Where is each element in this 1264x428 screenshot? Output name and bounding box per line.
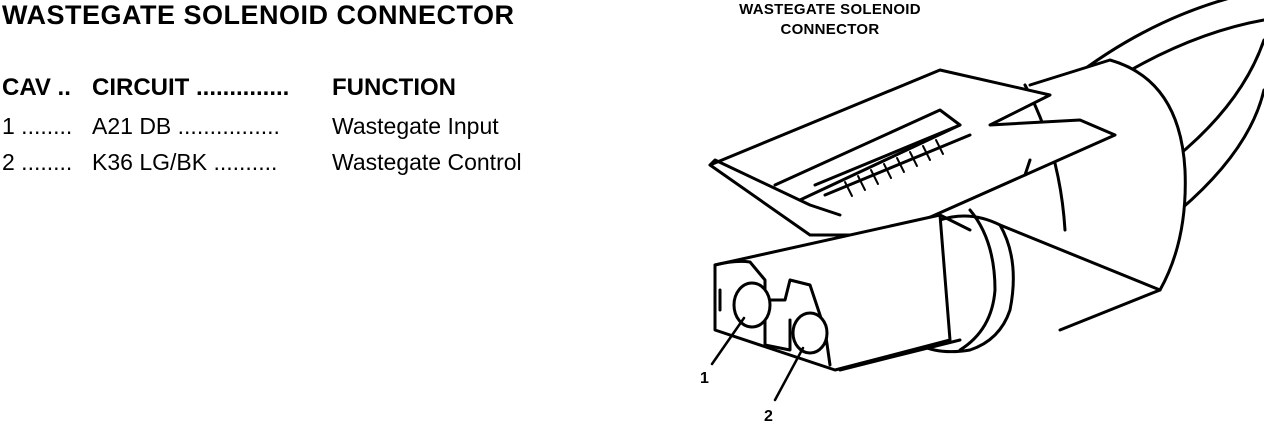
callout-label-2: 2 <box>764 408 773 425</box>
latch-ridges <box>844 139 944 197</box>
locking-latch <box>708 68 1117 237</box>
pinout-row-2: 2 ........ K36 LG/BK .......... Wastegate … <box>2 144 522 180</box>
cavity-2 <box>791 311 829 355</box>
pinout-table: CAV .. CIRCUIT .............. FUNCTION 1 .… <box>2 70 522 180</box>
callout-1-leader <box>710 316 746 366</box>
diagram-title: WASTEGATE SOLENOID CONNECTOR <box>660 0 1000 40</box>
callout-label-1: 1 <box>700 370 709 387</box>
header-cav: CAV .. <box>2 74 71 101</box>
connector-diagram: WASTEGATE SOLENOID CONNECTOR <box>640 0 1264 428</box>
cavity-1 <box>732 281 772 329</box>
row-1-function: Wastegate Input <box>332 113 499 139</box>
row-2-circuit: K36 LG/BK .......... <box>92 149 278 175</box>
pinout-header-row: CAV .. CIRCUIT .............. FUNCTION <box>2 70 522 108</box>
connector-face <box>713 213 972 372</box>
header-circuit: CIRCUIT .............. <box>92 74 290 101</box>
callout-2-leader <box>773 346 805 402</box>
connector-illustration <box>708 0 1264 402</box>
diagram-title-line-2: CONNECTOR <box>780 21 880 38</box>
pinout-row-1: 1 ........ A21 DB ................ Wastega… <box>2 108 522 144</box>
diagram-title-line-1: WASTEGATE SOLENOID <box>739 1 921 18</box>
page-title: WASTEGATE SOLENOID CONNECTOR <box>2 0 515 30</box>
row-2-function: Wastegate Control <box>332 149 522 175</box>
row-1-cav: 1 ........ <box>2 113 73 139</box>
row-2-cav: 2 ........ <box>2 149 73 175</box>
row-1-circuit: A21 DB ................ <box>92 113 280 139</box>
header-function: FUNCTION <box>332 74 456 101</box>
